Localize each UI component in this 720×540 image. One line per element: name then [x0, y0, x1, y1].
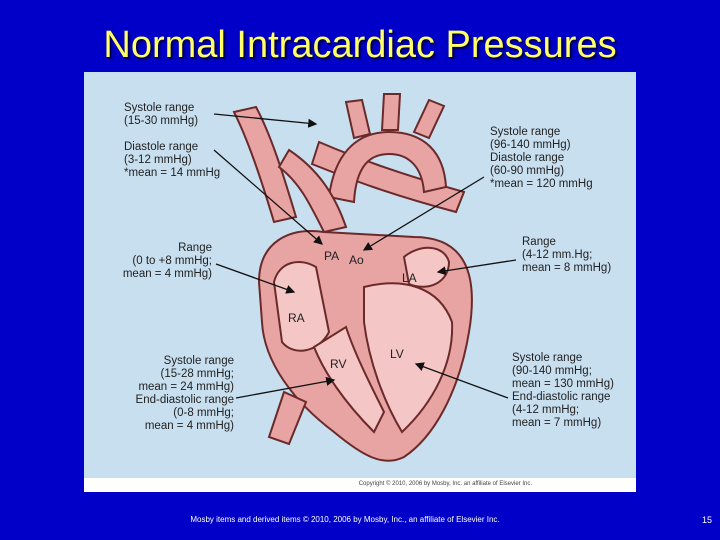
figure-copyright-strip	[84, 478, 636, 492]
pa-pressure-label: Systole range (15-30 mmHg) Diastole rang…	[124, 102, 221, 179]
ao-label: Ao	[349, 253, 364, 267]
la-pressure-label: Range (4-12 mm.Hg; mean = 8 mmHg)	[522, 236, 612, 274]
lv-leader	[414, 362, 509, 399]
ao-pressure-label: Systole range (96-140 mmHg) Diastole ran…	[490, 126, 593, 190]
ra-leader	[215, 263, 296, 294]
slide-title: Normal Intracardiac Pressures	[103, 24, 617, 66]
la-leader	[436, 259, 517, 276]
rv-label: RV	[330, 357, 346, 371]
figure-copyright: Copyright © 2010, 2006 by Mosby, Inc. an…	[358, 481, 532, 487]
heart-diagram: PA Ao LA RA RV LV	[213, 93, 517, 462]
slide-footer: Mosby items and derived items © 2010, 20…	[190, 515, 500, 524]
ra-pressure-label: Range (0 to +8 mmHg; mean = 4 mmHg)	[122, 242, 212, 280]
ra-label: RA	[288, 311, 305, 325]
pa-diastole-leader	[213, 149, 323, 245]
pa-systole-leader	[213, 113, 318, 128]
ao-leader	[362, 176, 485, 251]
la-label: LA	[402, 271, 417, 285]
rv-pressure-label: Systole range (15-28 mmHg; mean = 24 mmH…	[135, 355, 234, 432]
slide-number: 15	[701, 515, 712, 525]
lv-label: LV	[390, 347, 404, 361]
pa-label: PA	[324, 249, 339, 263]
rv-leader	[235, 376, 336, 399]
lv-pressure-label: Systole range (90-140 mmHg; mean = 130 m…	[512, 352, 614, 429]
